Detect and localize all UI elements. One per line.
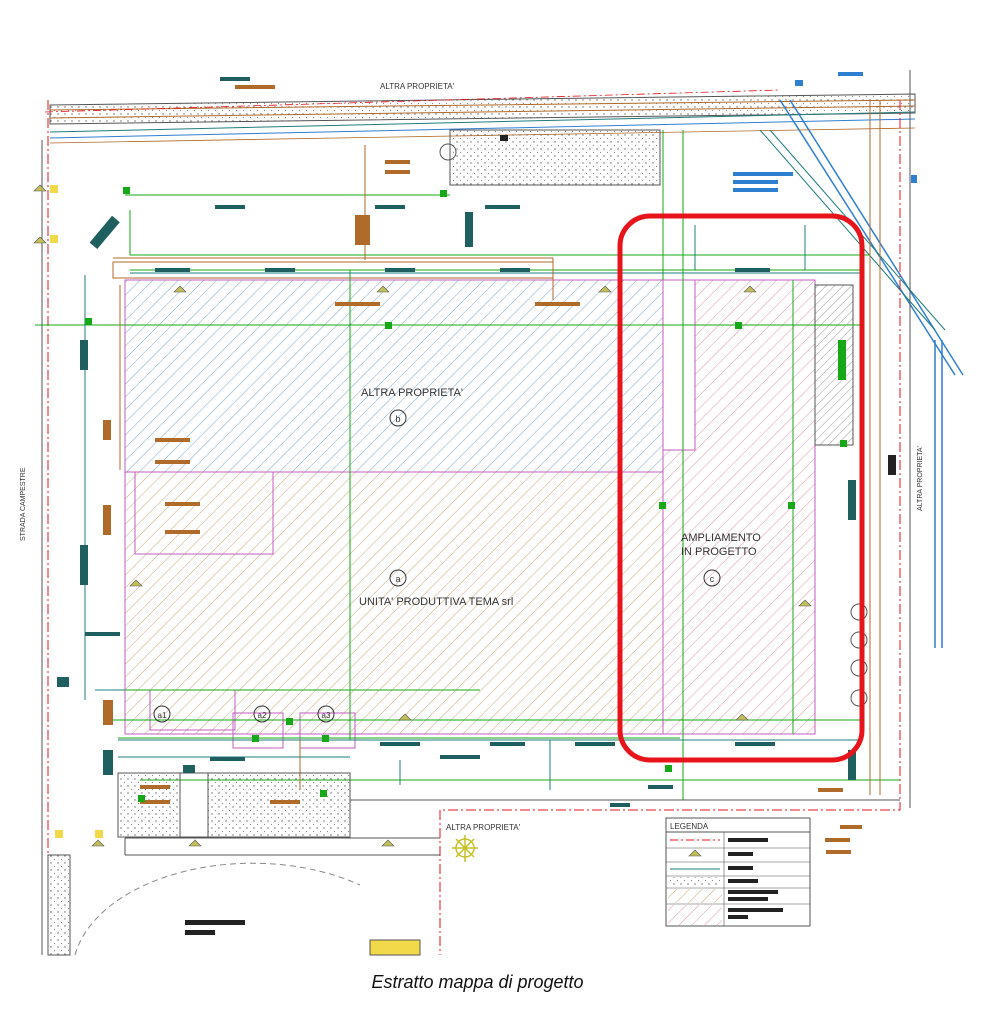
svg-text:c: c — [710, 574, 715, 584]
label-altra-top: ALTRA PROPRIETA' — [380, 82, 455, 91]
zone-id-a1: a1 — [153, 705, 171, 723]
extension-highlight — [617, 213, 865, 763]
paved-area-top — [449, 129, 661, 186]
label-unita: UNITA' PRODUTTIVA TEMA srl — [359, 596, 513, 608]
legend-box: LEGENDA — [665, 817, 811, 927]
diagonal-canal — [759, 70, 964, 808]
legend-swatch-paved — [668, 877, 722, 887]
svg-text:a: a — [395, 574, 400, 584]
annotation-blocks — [57, 77, 896, 935]
tree-symbol — [452, 835, 478, 862]
arrow-symbols — [33, 184, 812, 847]
label-strada: STRADA CAMPESTRE — [20, 467, 27, 541]
legend-title: LEGENDA — [670, 822, 709, 831]
water-annotations — [733, 72, 917, 192]
top-road-strip — [44, 89, 916, 144]
legend-swatch-hatch-pink — [668, 905, 722, 925]
zone-id-a: a — [389, 569, 407, 587]
property-boundary — [41, 100, 901, 955]
zone-id-b: b — [389, 409, 407, 427]
zone-id-a2: a2 — [253, 705, 271, 723]
svg-text:a2: a2 — [258, 711, 267, 720]
label-altra-right: ALTRA PROPRIETA' — [917, 446, 924, 511]
label-altra-b: ALTRA PROPRIETA' — [361, 387, 463, 399]
svg-text:a3: a3 — [322, 711, 331, 720]
lower-strip — [47, 772, 900, 956]
label-altra-bottom: ALTRA PROPRIETA' — [446, 823, 521, 832]
svg-text:a1: a1 — [158, 711, 167, 720]
zone-id-a3: a3 — [317, 705, 335, 723]
zone-b-building — [124, 279, 664, 473]
label-ampliamento-line1: AMPLIAMENTO — [681, 532, 761, 544]
label-ampliamento-line2: IN PROGETTO — [681, 546, 757, 558]
ring-symbols — [439, 143, 868, 707]
markers — [50, 185, 847, 838]
legend-swatch-arrow — [688, 849, 702, 857]
map-caption: Estratto mappa di progetto — [371, 972, 584, 992]
zone-c-extension — [662, 279, 854, 735]
legend-swatch-hatch-brown — [668, 889, 722, 903]
zone-id-c: c — [703, 569, 721, 587]
svg-text:b: b — [395, 414, 400, 424]
